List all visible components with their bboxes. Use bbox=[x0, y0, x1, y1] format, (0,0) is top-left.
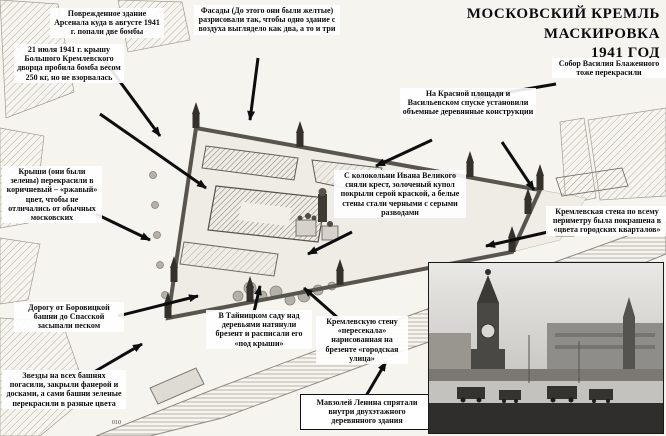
inset-photo-illustration bbox=[429, 263, 663, 433]
inset-tower-clock bbox=[480, 323, 496, 339]
inset-foreground bbox=[429, 403, 663, 433]
ivan-bell-tower bbox=[318, 194, 327, 222]
artist-signature: 010 bbox=[112, 420, 121, 426]
inset-kremlin-wall bbox=[429, 369, 663, 383]
callout-roofs: Крыши (они были зелены) перекрасили в ко… bbox=[2, 166, 102, 224]
title-line: 1941 ГОД bbox=[591, 45, 660, 61]
inset-vehicles bbox=[457, 386, 613, 403]
title-line: МАСКИРОВКА bbox=[543, 25, 660, 42]
kremlin-buildings bbox=[179, 145, 383, 277]
bridge bbox=[149, 367, 205, 405]
photo-inset-red-square bbox=[428, 262, 664, 434]
callout-tainitsky-garden: В Тайницком саду над деревьями натянули … bbox=[206, 310, 312, 349]
callout-facades: Фасады (До этого они были желтые) разрис… bbox=[194, 5, 340, 35]
callout-ivan-belltower: С колокольни Ивана Великого сняли крест,… bbox=[334, 170, 466, 218]
callout-road: Дорогу от Боровицкой башни до Спасской з… bbox=[14, 302, 124, 332]
inset-buildings bbox=[429, 297, 663, 377]
callout-arsenal: Поврежденное здание Арсенала куда в авгу… bbox=[50, 8, 164, 38]
callout-mausoleum: Мавзолей Ленина спрятали внутри двухэтаж… bbox=[300, 394, 434, 430]
callout-palace-bomb: 21 июля 1941 г. крышу Большого Кремлевск… bbox=[14, 44, 124, 83]
inset-tower-star bbox=[485, 269, 491, 275]
title-line: МОСКОВСКИЙ КРЕМЛЬ bbox=[466, 6, 660, 22]
callout-red-square: На Красной площади и Васильевском спуске… bbox=[400, 88, 536, 118]
callout-st-basils: Собор Василия Блаженного тоже перекрасил… bbox=[552, 58, 666, 79]
callout-wall-street: Кремлевскую стену «пересекала» нарисован… bbox=[316, 316, 408, 364]
inset-lamp-posts bbox=[528, 335, 580, 383]
callout-stars: Звезды на всех башнях погасили, закрыли … bbox=[2, 370, 126, 409]
callout-wall-perimeter: Кремлевская стена по всему периметру был… bbox=[546, 206, 666, 236]
page-title: МОСКОВСКИЙ КРЕМЛЬ МАСКИРОВКА 1941 ГОД bbox=[467, 5, 660, 64]
